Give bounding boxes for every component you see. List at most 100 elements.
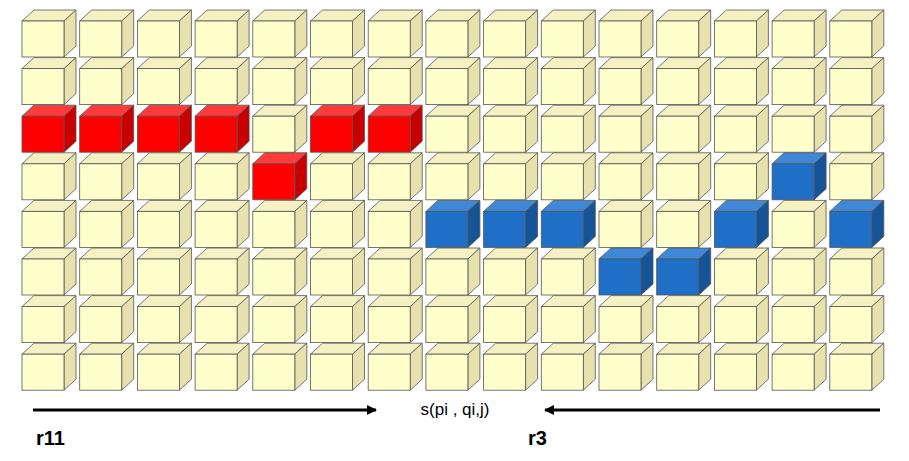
cube bbox=[253, 248, 307, 295]
cube-side bbox=[353, 343, 365, 390]
cube bbox=[541, 105, 595, 152]
cube-front bbox=[368, 259, 410, 295]
cube-side bbox=[756, 153, 768, 200]
row-label: r11 bbox=[36, 427, 65, 450]
cube-front bbox=[657, 69, 699, 105]
cube-side bbox=[583, 58, 595, 105]
cube-front bbox=[484, 354, 526, 390]
cube bbox=[253, 296, 307, 343]
cube-front bbox=[772, 259, 814, 295]
cube-side bbox=[641, 296, 653, 343]
cube-front bbox=[714, 354, 756, 390]
cube-front bbox=[368, 116, 410, 152]
cube-side bbox=[814, 343, 826, 390]
cube-front bbox=[195, 116, 237, 152]
cube bbox=[541, 153, 595, 200]
cube-front bbox=[195, 164, 237, 200]
cube bbox=[80, 10, 134, 57]
cube-front bbox=[541, 354, 583, 390]
cube-front bbox=[484, 21, 526, 57]
cube bbox=[80, 343, 134, 390]
cube-side bbox=[699, 58, 711, 105]
cube-front bbox=[599, 69, 641, 105]
cube-side bbox=[295, 343, 307, 390]
cube-front bbox=[253, 211, 295, 247]
cube-side bbox=[122, 10, 134, 57]
cube-side bbox=[179, 105, 191, 152]
cube-front bbox=[772, 354, 814, 390]
cube bbox=[80, 58, 134, 105]
cube bbox=[368, 248, 422, 295]
cube-front bbox=[657, 21, 699, 57]
cube-side bbox=[526, 200, 538, 247]
cube-front bbox=[830, 259, 872, 295]
cube-front bbox=[426, 259, 468, 295]
cube-side bbox=[872, 296, 884, 343]
cube-side bbox=[64, 248, 76, 295]
cube-side bbox=[122, 105, 134, 152]
cube-side bbox=[295, 153, 307, 200]
cube-side bbox=[468, 200, 480, 247]
cube-front bbox=[80, 211, 122, 247]
cube-front bbox=[426, 69, 468, 105]
cube-side bbox=[410, 343, 422, 390]
cube-front bbox=[22, 259, 64, 295]
cube bbox=[830, 105, 884, 152]
cube-front bbox=[253, 259, 295, 295]
cube-side bbox=[468, 343, 480, 390]
cube-front bbox=[541, 211, 583, 247]
cube bbox=[311, 296, 365, 343]
cube-front bbox=[772, 116, 814, 152]
cube-front bbox=[657, 354, 699, 390]
cube-front bbox=[657, 164, 699, 200]
cube-front bbox=[22, 116, 64, 152]
cube bbox=[484, 343, 538, 390]
cube-front bbox=[830, 69, 872, 105]
cube-front bbox=[253, 164, 295, 200]
cube-side bbox=[756, 200, 768, 247]
cube-side bbox=[699, 248, 711, 295]
cube bbox=[714, 153, 768, 200]
cube-side bbox=[583, 105, 595, 152]
cube-side bbox=[64, 296, 76, 343]
cube bbox=[714, 10, 768, 57]
cube-side bbox=[468, 10, 480, 57]
cube-front bbox=[253, 116, 295, 152]
cube bbox=[137, 296, 191, 343]
cube-side bbox=[237, 343, 249, 390]
cube-side bbox=[353, 248, 365, 295]
cube bbox=[541, 58, 595, 105]
cube-side bbox=[814, 200, 826, 247]
cube-side bbox=[814, 10, 826, 57]
cube bbox=[311, 343, 365, 390]
cube-side bbox=[641, 343, 653, 390]
cube bbox=[830, 58, 884, 105]
cube-side bbox=[583, 10, 595, 57]
cube bbox=[541, 200, 595, 247]
cube-front bbox=[657, 211, 699, 247]
cube-side bbox=[295, 248, 307, 295]
cube-front bbox=[137, 21, 179, 57]
cube-front bbox=[426, 116, 468, 152]
cube bbox=[368, 58, 422, 105]
cube bbox=[253, 153, 307, 200]
cube-side bbox=[237, 10, 249, 57]
cube bbox=[22, 10, 76, 57]
cube-front bbox=[311, 307, 353, 343]
cube bbox=[426, 58, 480, 105]
cube-side bbox=[295, 296, 307, 343]
cube-side bbox=[468, 296, 480, 343]
cube-front bbox=[80, 21, 122, 57]
cube-front bbox=[311, 354, 353, 390]
cube-front bbox=[772, 164, 814, 200]
cube-front bbox=[599, 259, 641, 295]
cube-side bbox=[756, 343, 768, 390]
cube-side bbox=[179, 200, 191, 247]
cube-front bbox=[311, 116, 353, 152]
cube bbox=[253, 343, 307, 390]
cube bbox=[195, 248, 249, 295]
cube bbox=[195, 153, 249, 200]
cube-front bbox=[80, 69, 122, 105]
cube-front bbox=[253, 307, 295, 343]
cube bbox=[714, 200, 768, 247]
